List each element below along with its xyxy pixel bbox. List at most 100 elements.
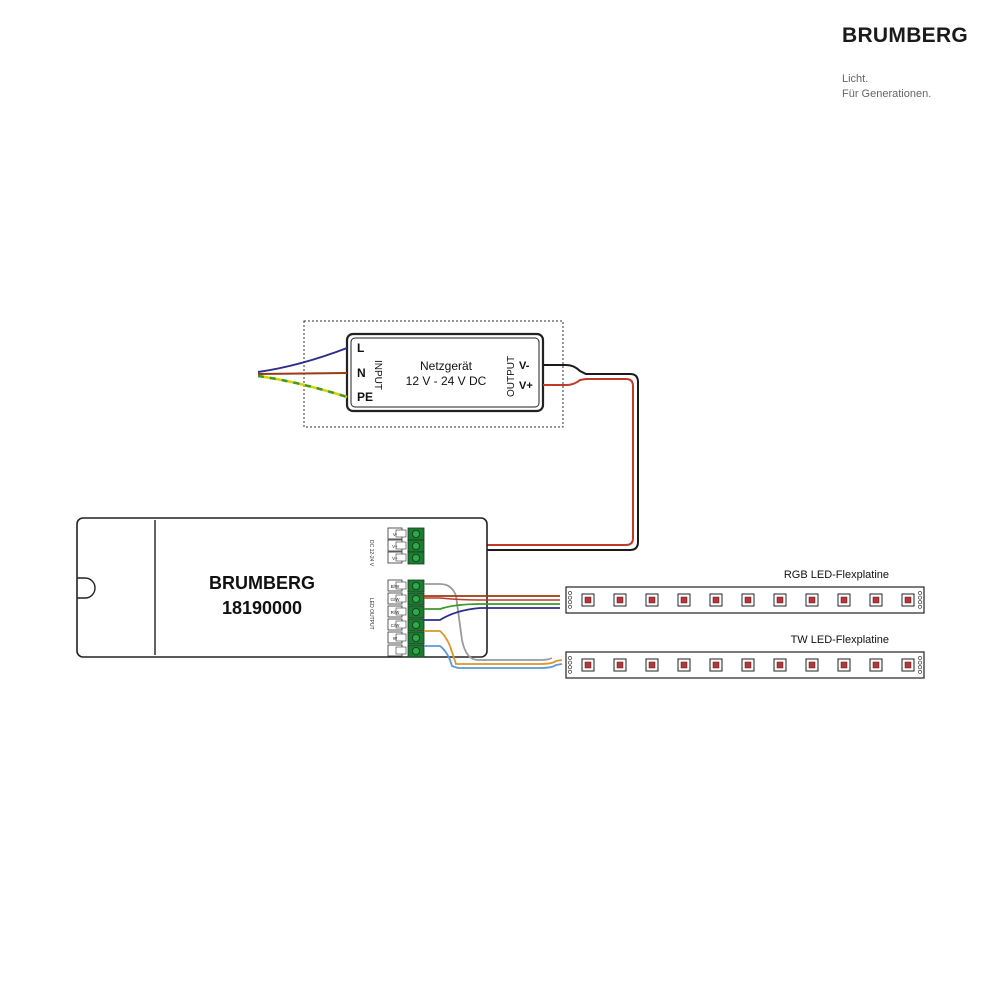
tw-led-die bbox=[584, 661, 592, 669]
rgb-strip-label: RGB LED-Flexplatine bbox=[784, 569, 889, 581]
terminal-vminus-label: V- bbox=[519, 360, 530, 372]
terminal-blocks: V- V+ V+ B/W G/W R/W C/W W bbox=[387, 527, 425, 658]
terminal-slot bbox=[395, 553, 407, 562]
power-group-label: DC 12-24 V bbox=[368, 540, 374, 567]
wire-vminus-black bbox=[460, 364, 639, 551]
wire-rgb-gray bbox=[424, 583, 553, 661]
terminal-screw-icon bbox=[411, 608, 420, 617]
terminal-label: C/W bbox=[391, 623, 401, 628]
tw-connector-pad bbox=[568, 669, 572, 674]
rgb-led-die bbox=[584, 596, 592, 604]
rgb-led-die bbox=[808, 596, 816, 604]
rgb-led-die bbox=[616, 596, 624, 604]
rgb-led-die bbox=[872, 596, 880, 604]
rgb-connector-pad bbox=[568, 595, 572, 600]
terminal-screw-icon bbox=[411, 542, 420, 551]
wire-rgb-red bbox=[424, 597, 560, 601]
wire-rgb-green bbox=[424, 603, 560, 610]
wire-tw-lightblue bbox=[424, 645, 563, 669]
wire-rgb-blue bbox=[424, 607, 560, 621]
power-supply-title: Netzgerät bbox=[420, 359, 473, 373]
brand-logo: BRUMBERG bbox=[842, 24, 969, 47]
tw-connector-pad bbox=[918, 656, 922, 660]
wire-pe-green-stripe bbox=[257, 374, 348, 399]
terminal-slot bbox=[395, 594, 407, 603]
output-group-label: LED OUTPUT bbox=[368, 598, 374, 630]
tw-connector-pad bbox=[568, 665, 572, 670]
tw-connector-pad bbox=[568, 660, 572, 665]
tw-led-die bbox=[712, 661, 720, 669]
terminal-pe-label: PE bbox=[357, 390, 373, 404]
rgb-connector-pad bbox=[918, 600, 922, 605]
tw-led-die bbox=[744, 661, 752, 669]
rgb-led-die bbox=[712, 596, 720, 604]
rgb-led-die bbox=[648, 596, 656, 604]
terminal-label: B/W bbox=[391, 584, 400, 589]
terminal-screw-icon bbox=[411, 621, 420, 630]
rgb-connector-pad bbox=[568, 591, 572, 595]
terminal-screw-icon bbox=[411, 634, 420, 643]
terminal-l-label: L bbox=[357, 341, 364, 355]
power-supply-voltage: 12 V - 24 V DC bbox=[406, 374, 487, 388]
rgb-connector-pad bbox=[568, 600, 572, 605]
input-label: INPUT bbox=[372, 360, 383, 390]
tw-led-die bbox=[872, 661, 880, 669]
terminal-label: W bbox=[393, 636, 398, 641]
rgb-connector-pad bbox=[918, 595, 922, 600]
wire-tw-orange bbox=[424, 630, 563, 665]
tw-strip-label: TW LED-Flexplatine bbox=[791, 634, 889, 646]
rgb-led-die bbox=[840, 596, 848, 604]
tw-led-die bbox=[680, 661, 688, 669]
controller-mount-hole bbox=[77, 577, 96, 599]
terminal-screw-icon bbox=[411, 595, 420, 604]
rgb-connector-pad bbox=[918, 604, 922, 609]
tw-connector-pad bbox=[918, 660, 922, 665]
rgb-led-die bbox=[680, 596, 688, 604]
terminal-screw-icon bbox=[411, 554, 420, 563]
terminal-slot bbox=[395, 541, 407, 550]
power-supply-body bbox=[345, 332, 545, 413]
brand-tagline: Licht. Für Generationen. bbox=[842, 72, 931, 102]
terminal-slot bbox=[395, 529, 407, 538]
tw-led-die bbox=[904, 661, 912, 669]
tw-connector-pad bbox=[918, 669, 922, 674]
controller-body bbox=[76, 517, 488, 658]
tw-led-die bbox=[616, 661, 624, 669]
rgb-led-die bbox=[904, 596, 912, 604]
controller-model: 18190000 bbox=[222, 598, 302, 618]
wire-pe-yellow-green bbox=[257, 374, 348, 399]
rgb-connector-pad bbox=[918, 591, 922, 595]
terminal-screw-icon bbox=[411, 582, 420, 591]
tw-led-die bbox=[776, 661, 784, 669]
power-supply-body-inner bbox=[350, 337, 540, 408]
terminal-label: G/W bbox=[391, 597, 401, 602]
terminal-slot bbox=[395, 620, 407, 629]
tw-connector-pad bbox=[918, 665, 922, 670]
rgb-led-die bbox=[776, 596, 784, 604]
terminal-screw-icon bbox=[411, 647, 420, 656]
terminal-slot bbox=[395, 633, 407, 642]
terminal-n-label: N bbox=[357, 366, 366, 380]
tw-led-die bbox=[808, 661, 816, 669]
terminal-screw-icon bbox=[411, 530, 420, 539]
terminal-label: V- bbox=[393, 532, 398, 537]
terminal-label: V+ bbox=[392, 556, 398, 561]
wire-n-brown bbox=[257, 372, 348, 375]
tw-led-strip bbox=[565, 651, 925, 679]
tw-led-die bbox=[648, 661, 656, 669]
rgb-led-die bbox=[744, 596, 752, 604]
rgb-connector-pad bbox=[568, 604, 572, 609]
controller-brand: BRUMBERG bbox=[209, 573, 315, 593]
terminal-label: V+ bbox=[392, 544, 398, 549]
terminal-label: R/W bbox=[391, 610, 401, 615]
terminal-slot bbox=[395, 646, 407, 655]
terminal-slot bbox=[395, 581, 407, 590]
wire-l-blue bbox=[257, 347, 348, 373]
tagline-line-2: Für Generationen. bbox=[842, 88, 932, 100]
tw-connector-pad bbox=[568, 656, 572, 660]
terminal-vplus-label: V+ bbox=[519, 380, 533, 392]
tw-led-die bbox=[840, 661, 848, 669]
output-label: OUTPUT bbox=[506, 356, 517, 397]
rgb-led-strip bbox=[565, 586, 925, 614]
